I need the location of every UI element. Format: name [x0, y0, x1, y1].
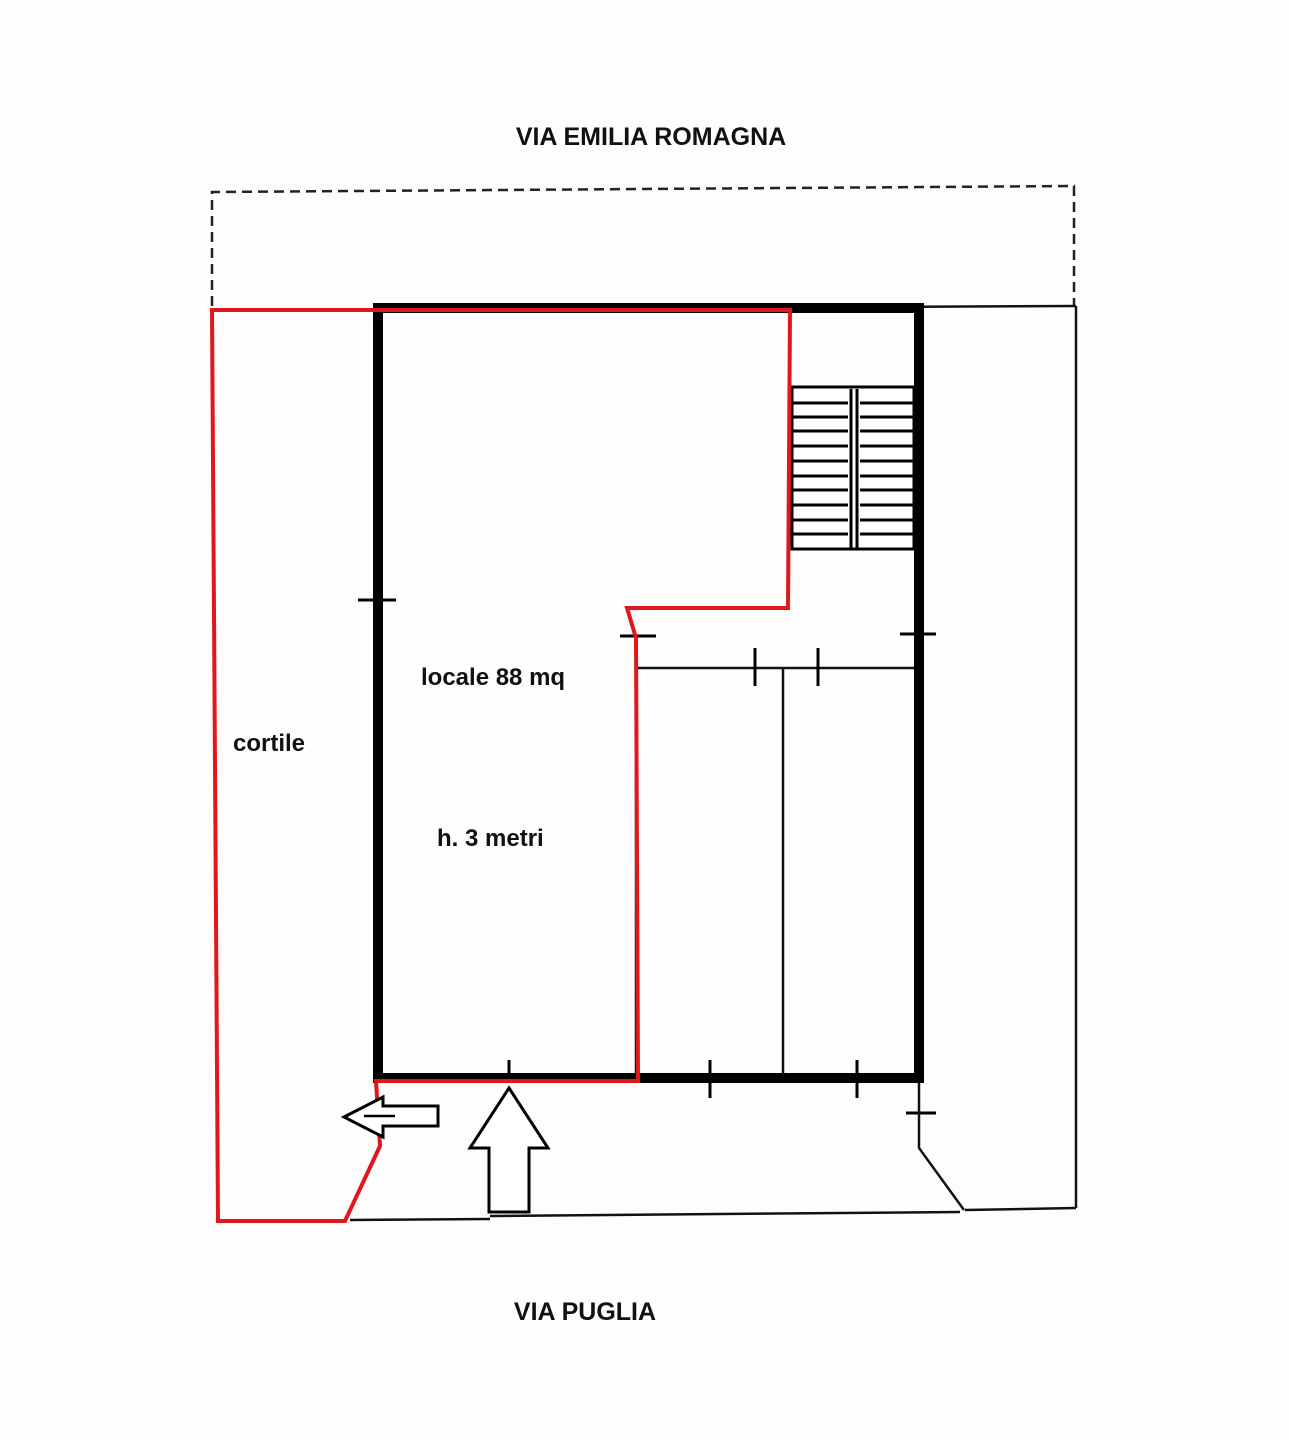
courtyard-label: cortile — [233, 730, 305, 757]
street-label-top: VIA EMILIA ROMAGNA — [516, 123, 786, 151]
room-area-label: locale 88 mq — [421, 664, 565, 691]
entrance-arrow-icon — [467, 1085, 551, 1214]
door-markers — [358, 592, 936, 1115]
exit-arrow-icon — [340, 1094, 440, 1140]
staircase-icon — [790, 385, 916, 551]
dashed-overhang-outline — [210, 184, 1076, 306]
internal-partitions — [634, 640, 914, 1076]
side-entrance-wall — [917, 1082, 966, 1211]
property-boundary-highlight — [209, 308, 793, 1223]
street-label-bottom: VIA PUGLIA — [514, 1298, 656, 1326]
room-height-label: h. 3 metri — [437, 825, 544, 852]
